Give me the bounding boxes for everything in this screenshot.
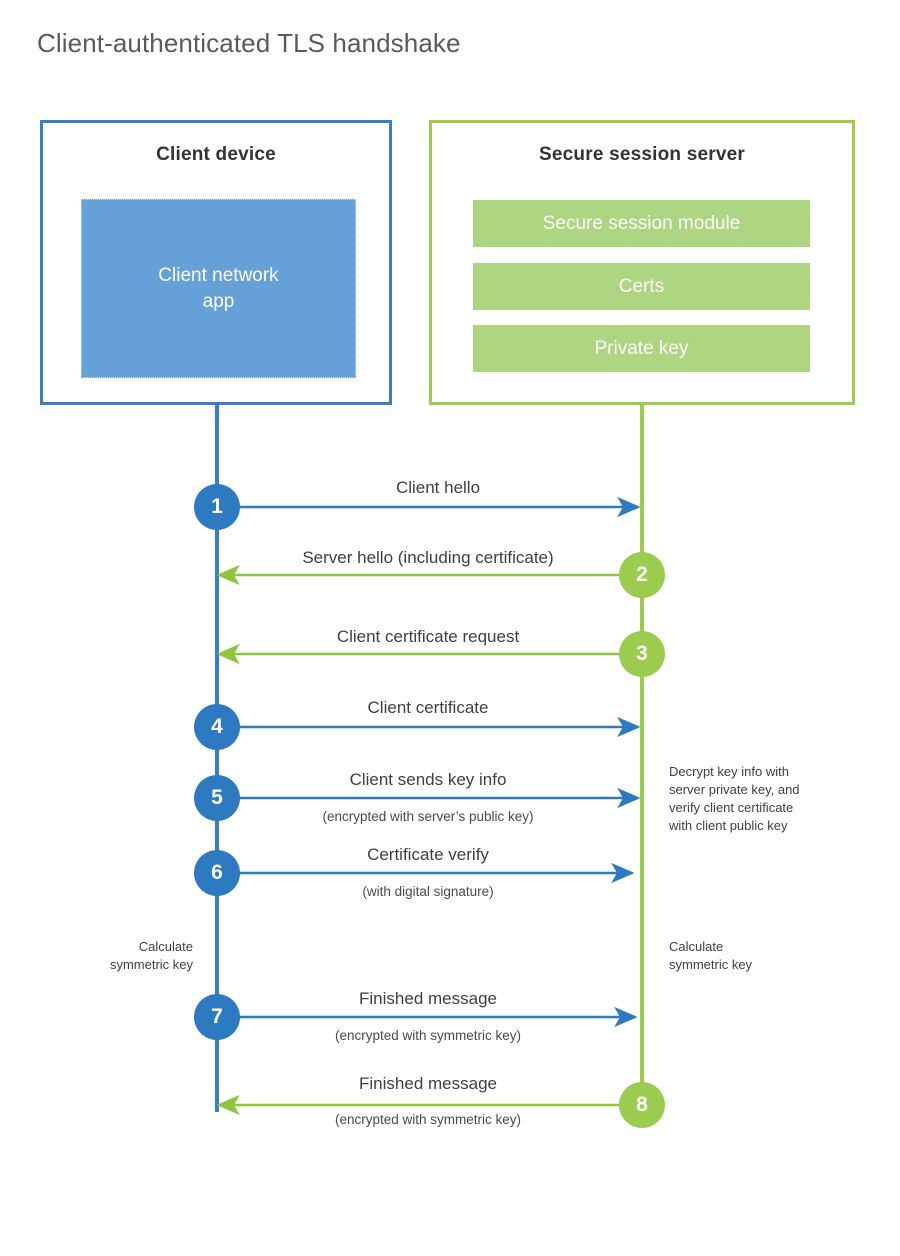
message-label-8: Finished message	[359, 1074, 497, 1093]
step-circle-1[interactable]: 1	[194, 484, 240, 530]
client-network-app-label: Client network app	[158, 263, 278, 314]
server-module-certs: Certs	[473, 263, 810, 310]
note-server-calculate-symmetric-key: Calculate symmetric key	[669, 938, 839, 974]
message-sublabel-8: (encrypted with symmetric key)	[334, 1112, 522, 1127]
step-circle-6[interactable]: 6	[194, 850, 240, 896]
message-label-6: Certificate verify	[367, 845, 489, 864]
note-server-calc-line-1: Calculate	[669, 939, 724, 954]
step-circle-7[interactable]: 7	[194, 994, 240, 1040]
client-app-line-1: Client network	[158, 264, 279, 286]
client-network-app-block: Client network app	[81, 199, 356, 378]
server-module-secure-session-module: Secure session module	[473, 200, 810, 247]
client-app-line-2: app	[202, 290, 235, 312]
message-label-7: Finished message	[359, 989, 497, 1008]
client-device-box: Client device Client network app	[40, 120, 392, 405]
client-lifeline	[215, 405, 219, 1112]
note-decrypt-line-2: server private key, and	[669, 781, 800, 797]
message-sublabel-6: (with digital signature)	[362, 884, 494, 899]
note-client-calculate-symmetric-key: Calculate symmetric key	[40, 938, 193, 974]
secure-session-server-box: Secure session server Secure session mod…	[429, 120, 855, 405]
note-client-calc-line-1: Calculate	[138, 939, 193, 954]
page-title: Client-authenticated TLS handshake	[37, 28, 461, 58]
secure-session-server-title: Secure session server	[539, 144, 745, 165]
message-label-2: Server hello (including certificate)	[302, 548, 554, 567]
note-server-decrypt-verify: Decrypt key info with server private key,…	[669, 763, 854, 835]
server-module-private-key: Private key	[473, 325, 810, 372]
note-server-calc-line-2: symmetric key	[669, 956, 753, 972]
message-label-5: Client sends key info	[349, 770, 507, 789]
step-circle-3[interactable]: 3	[619, 631, 665, 677]
step-circle-2[interactable]: 2	[619, 552, 665, 598]
step-circle-4[interactable]: 4	[194, 704, 240, 750]
note-decrypt-line-3: verify client certificate	[669, 799, 794, 815]
message-sublabel-5: (encrypted with server’s public key)	[322, 809, 534, 824]
message-label-4: Client certificate	[367, 698, 489, 717]
message-label-1: Client hello	[395, 478, 481, 497]
note-decrypt-line-1: Decrypt key info with	[669, 764, 789, 779]
client-device-title: Client device	[156, 144, 276, 165]
message-label-3: Client certificate request	[336, 627, 520, 646]
message-sublabel-7: (encrypted with symmetric key)	[334, 1028, 522, 1043]
step-circle-5[interactable]: 5	[194, 775, 240, 821]
step-circle-8[interactable]: 8	[619, 1082, 665, 1128]
note-client-calc-line-2: symmetric key	[109, 956, 193, 972]
note-decrypt-line-4: with client public key	[669, 817, 788, 833]
server-lifeline	[640, 405, 644, 1105]
